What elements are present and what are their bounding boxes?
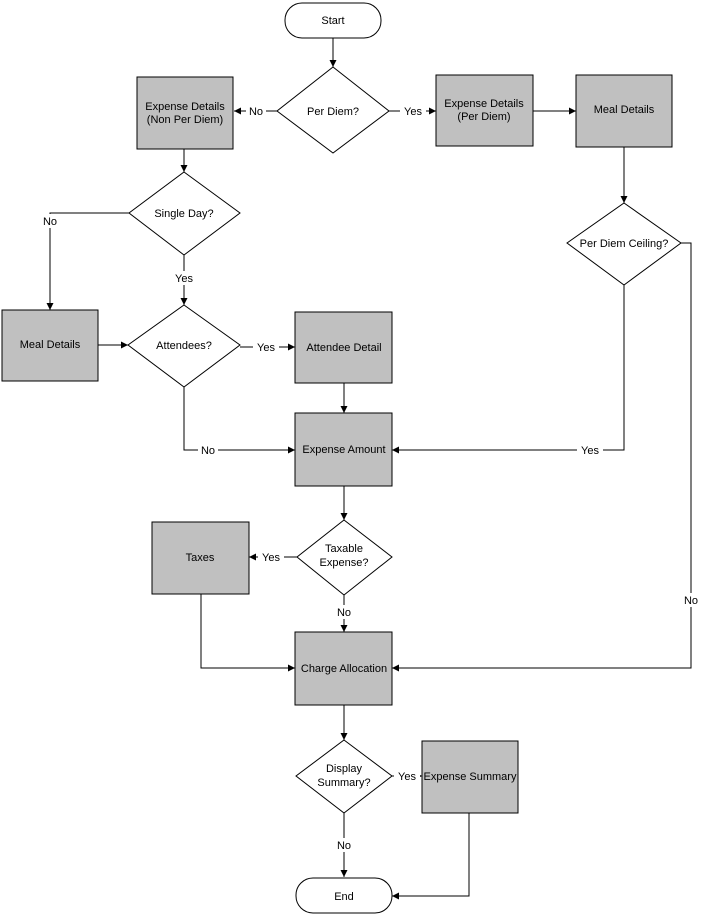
edge-labels: No Yes No Yes Yes No Yes No Yes No Yes N… [40, 104, 701, 852]
node-single-day-label: Single Day? [154, 208, 213, 220]
label-ceiling-yes: Yes [581, 445, 599, 457]
node-attendees-decision: Attendees? [127, 304, 241, 388]
node-meal-details-left-label: Meal Details [20, 339, 81, 351]
label-attendees-yes: Yes [257, 342, 275, 354]
label-single-day-no: No [43, 216, 57, 228]
node-display-line2: Summary? [317, 777, 370, 789]
node-end-label: End [334, 891, 354, 903]
node-per-diem-details-line2: (Per Diem) [457, 111, 510, 123]
node-meal-details-left: Meal Details [1, 309, 99, 382]
label-display-yes: Yes [398, 771, 416, 783]
label-attendees-no: No [201, 445, 215, 457]
node-charge-allocation-label: Charge Allocation [301, 663, 387, 675]
node-taxable-line2: Expense? [320, 557, 369, 569]
node-taxes: Taxes [151, 521, 250, 595]
node-expense-details-per-diem: Expense Details (Per Diem) [435, 74, 534, 147]
edge-ceiling-no [392, 242, 692, 672]
edges [46, 38, 692, 900]
node-non-per-diem-line2: (Non Per Diem) [147, 114, 223, 126]
node-end: End [295, 877, 393, 914]
node-expense-details-non-per-diem: Expense Details (Non Per Diem) [136, 76, 234, 150]
node-display-line1: Display [326, 763, 363, 775]
label-ceiling-no: No [684, 595, 698, 607]
node-start-label: Start [321, 15, 344, 27]
nodes: Start Per Diem? Expense Details (Non Per… [1, 2, 682, 914]
node-charge-allocation: Charge Allocation [294, 631, 393, 706]
node-meal-details-right: Meal Details [575, 74, 673, 148]
node-expense-amount-label: Expense Amount [302, 444, 385, 456]
node-per-diem-ceiling-label: Per Diem Ceiling? [580, 238, 669, 250]
node-attendee-detail-label: Attendee Detail [306, 342, 381, 354]
node-taxable-expense-decision: Taxable Expense? [296, 519, 393, 596]
edge-ceiling-yes [392, 285, 625, 454]
node-single-day-decision: Single Day? [128, 171, 241, 256]
node-per-diem-details-line1: Expense Details [444, 98, 524, 110]
label-taxable-yes: Yes [262, 552, 280, 564]
node-expense-summary-label: Expense Summary [424, 771, 517, 783]
label-taxable-no: No [337, 607, 351, 619]
node-expense-summary: Expense Summary [421, 740, 519, 814]
edge-summary-to-end [392, 813, 470, 900]
node-expense-amount: Expense Amount [294, 412, 393, 487]
edge-taxes-to-allocation [200, 594, 295, 672]
label-per-diem-no: No [249, 106, 263, 118]
node-per-diem-label: Per Diem? [307, 106, 359, 118]
edge-attendees-no [183, 387, 295, 454]
edge-single-day-no [46, 212, 129, 310]
node-per-diem-decision: Per Diem? [276, 66, 390, 154]
node-attendee-detail: Attendee Detail [294, 311, 393, 384]
label-display-no: No [337, 840, 351, 852]
node-display-summary-decision: Display Summary? [295, 739, 393, 814]
node-meal-details-right-label: Meal Details [594, 104, 655, 116]
label-single-day-yes: Yes [175, 273, 193, 285]
node-non-per-diem-line1: Expense Details [145, 101, 225, 113]
node-taxable-line1: Taxable [325, 543, 363, 555]
node-taxes-label: Taxes [186, 552, 215, 564]
node-start: Start [284, 2, 382, 39]
label-per-diem-yes: Yes [404, 106, 422, 118]
node-attendees-label: Attendees? [156, 340, 212, 352]
node-per-diem-ceiling-decision: Per Diem Ceiling? [566, 202, 682, 286]
